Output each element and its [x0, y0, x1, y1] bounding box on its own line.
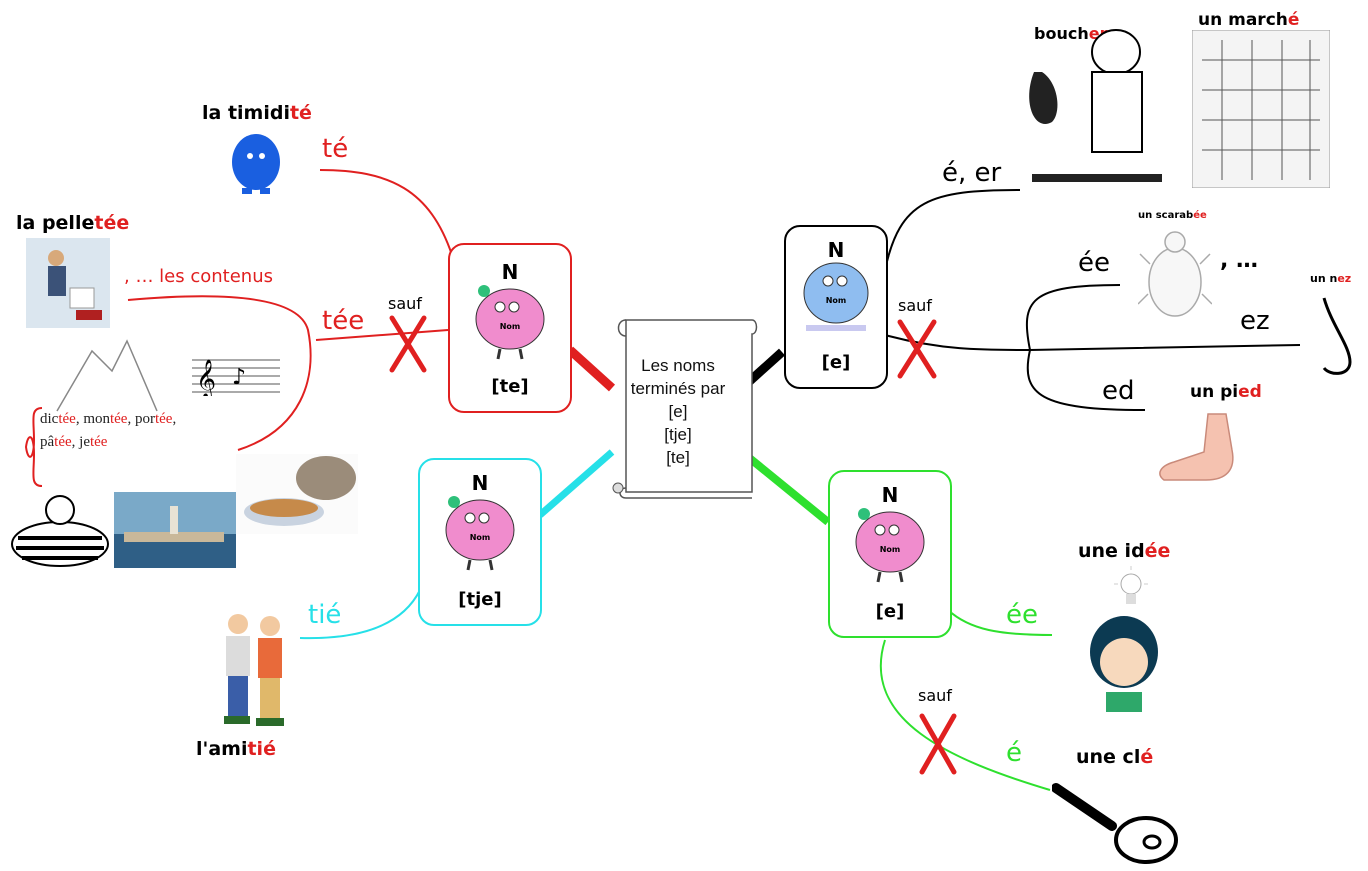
branch-label-ee-bottom: ée: [1006, 600, 1038, 630]
branch-label-e-er: é, er: [942, 158, 1002, 188]
central-line: terminés par: [630, 379, 726, 398]
branch-line-e-er: [884, 189, 1021, 271]
jetty-photo-icon: [114, 492, 236, 568]
central-line: [te]: [666, 448, 690, 467]
node-te[interactable]: N Nom [te]: [448, 243, 572, 413]
shovel-worker-icon: [26, 238, 110, 328]
branch-label-e-bottom: é: [1006, 738, 1022, 768]
mascot-icon: N Nom: [445, 471, 515, 571]
cross-mark-e-top: [897, 319, 937, 379]
branch-line-tie: [299, 589, 421, 640]
word-cle: une clé: [1076, 746, 1154, 768]
word-contenus: , … les contenus: [124, 266, 273, 287]
key-icon: [1052, 783, 1178, 864]
word-boucher: boucher: [1034, 24, 1108, 43]
list-line: dictée, montée, portée,: [40, 411, 177, 427]
word-pied: un pied: [1190, 382, 1262, 402]
mountain-icon: [56, 339, 158, 412]
svg-text:Nom: Nom: [880, 545, 901, 554]
mascot-letter: N: [502, 260, 519, 284]
sauf-label: sauf: [388, 294, 422, 313]
central-line: [e]: [668, 402, 688, 421]
svg-text:N: N: [882, 483, 899, 507]
node-e-bottom[interactable]: N Nom [e]: [828, 470, 952, 638]
friends-icon: [224, 614, 284, 726]
node-label: [te]: [491, 376, 529, 397]
node-e-top[interactable]: N Nom [e]: [784, 225, 888, 389]
branch-label-ez: ez: [1240, 306, 1270, 336]
branch-line-ed: [1026, 349, 1146, 411]
sauf-label: sauf: [918, 686, 952, 705]
mascot-text: Nom: [500, 322, 521, 331]
lightbulb-icon: [1114, 566, 1148, 604]
central-title: Les noms terminés par [e] [tje] [te]: [612, 354, 744, 469]
svg-text:♪: ♪: [232, 365, 246, 390]
mascot-icon: N Nom: [803, 238, 869, 331]
list-brace: [24, 407, 43, 487]
mascot-icon: N Nom: [855, 483, 925, 583]
market-icon: [1192, 30, 1330, 188]
connector-e-bottom: [739, 448, 831, 526]
node-label: [tje]: [458, 589, 502, 610]
mascot-icon: N Nom: [475, 260, 545, 360]
central-line: Les noms: [641, 356, 715, 375]
beetle-icon: [1138, 231, 1212, 317]
branch-line-tee: [315, 329, 449, 341]
branch-label-ed: ed: [1102, 376, 1135, 406]
svg-text:𝄞: 𝄞: [196, 359, 216, 396]
branch-line-e-bottom: [879, 639, 1051, 791]
cat-food-icon: [236, 454, 358, 534]
cross-mark-e-bottom: [919, 713, 957, 775]
word-idee: une idée: [1078, 540, 1171, 562]
sauf-label: sauf: [898, 296, 932, 315]
branch-line-main: [884, 334, 1301, 352]
example-list: dictée, montée, portée, pâtée, jetée: [34, 408, 224, 486]
branch-label-tie: tié: [308, 600, 342, 630]
word-pelletee: la pelletée: [16, 212, 130, 234]
svg-text:Nom: Nom: [826, 296, 847, 305]
cross-mark-te: [389, 315, 427, 373]
word-etc: , …: [1220, 248, 1259, 273]
branch-line-contenus: [127, 295, 312, 451]
branch-label-ee-top: ée: [1078, 248, 1110, 278]
connector-te: [566, 346, 616, 392]
central-scroll: [612, 319, 758, 499]
branch-line-ee: [1026, 284, 1121, 351]
connector-tje: [537, 449, 615, 518]
word-amitie: l'amitié: [196, 738, 276, 760]
girl-idea-icon: [1090, 616, 1158, 712]
word-marche: un marché: [1198, 10, 1300, 30]
shy-character-icon: [232, 134, 280, 194]
foot-icon: [1159, 413, 1234, 481]
music-note-icon: 𝄞 ♪: [192, 359, 280, 396]
nose-icon: [1322, 297, 1352, 375]
striped-character-icon: [11, 495, 109, 567]
central-line: [tje]: [664, 425, 692, 444]
branch-label-te: té: [322, 134, 349, 164]
node-label: [e]: [875, 601, 905, 622]
list-line: pâtée, jetée: [40, 434, 108, 450]
word-nez: un nez: [1310, 272, 1352, 285]
word-timidite: la timidité: [202, 102, 312, 124]
svg-text:N: N: [828, 238, 845, 262]
branch-line-ee-bottom: [947, 609, 1053, 636]
node-label: [e]: [821, 352, 851, 373]
butcher-icon: [1029, 29, 1162, 182]
branch-line-te: [319, 169, 453, 256]
svg-text:Nom: Nom: [470, 533, 491, 542]
word-scarabee: un scarabée: [1138, 210, 1207, 221]
node-tje[interactable]: N Nom [tje]: [418, 458, 542, 626]
branch-label-tee: tée: [322, 306, 365, 336]
svg-text:N: N: [472, 471, 489, 495]
